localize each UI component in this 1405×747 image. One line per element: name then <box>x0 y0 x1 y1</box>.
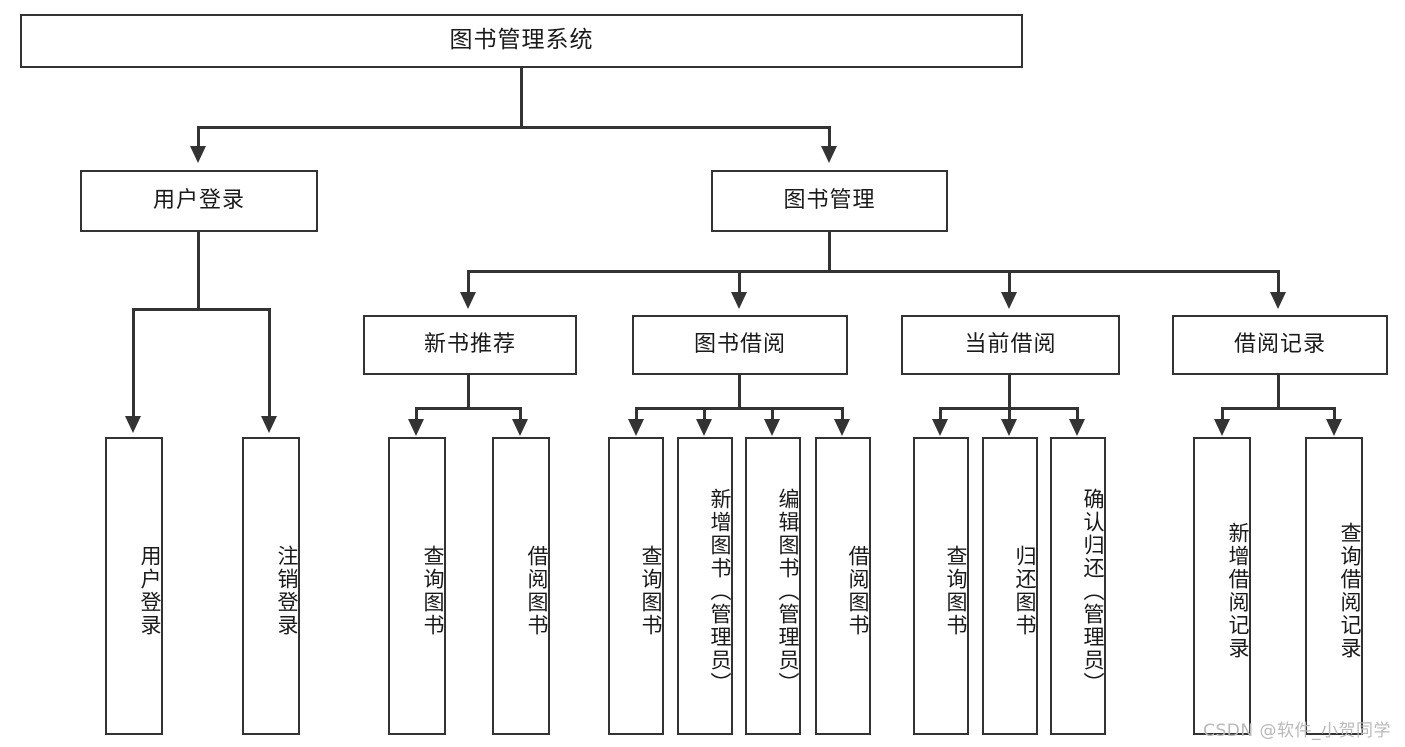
node-label: 图书管理 <box>783 187 876 213</box>
connector-borrow-record-stem <box>1277 375 1280 409</box>
leaf-new-book-borrow[interactable]: 借阅图书 <box>492 437 550 735</box>
node-user-login[interactable]: 用户登录 <box>80 170 318 232</box>
leaf-new-book-query[interactable]: 查询图书 <box>388 437 446 735</box>
arrow-user-login <box>190 146 206 163</box>
leaf-logout[interactable]: 注销登录 <box>242 437 300 735</box>
connector-borrow-record-leaf2 <box>1333 407 1336 421</box>
node-label: 编辑图书（管理员） <box>776 487 800 695</box>
node-current-borrow[interactable]: 当前借阅 <box>901 315 1120 375</box>
connector-new-book-leaf2 <box>519 407 522 421</box>
leaf-query-borrow-record[interactable]: 查询借阅记录 <box>1305 437 1363 735</box>
node-label: 新书推荐 <box>423 331 516 357</box>
connector-book-borrow-leaf2 <box>703 407 706 421</box>
connector-book-manage-stem <box>828 232 831 272</box>
node-new-book-recommend[interactable]: 新书推荐 <box>363 315 577 375</box>
connector-book-borrow-bus <box>636 407 844 410</box>
connector-drop-book-manage <box>828 126 831 148</box>
arrow-leaf-add-record <box>1214 419 1230 436</box>
arrow-leaf-borrow-book-1 <box>512 419 528 436</box>
connector-drop-new-book <box>467 270 470 294</box>
arrow-leaf-query-book-2 <box>628 419 644 436</box>
node-label: 查询图书 <box>421 545 445 637</box>
node-label: 新增借阅记录 <box>1226 522 1250 660</box>
node-label: 新增图书（管理员） <box>708 487 732 695</box>
connector-current-borrow-leaf3 <box>1076 407 1079 421</box>
arrow-leaf-add-book <box>696 419 712 436</box>
connector-book-borrow-stem <box>738 375 741 409</box>
connector-borrow-record-bus <box>1222 407 1336 410</box>
arrow-leaf-query-record <box>1326 419 1342 436</box>
node-label: 查询借阅记录 <box>1338 522 1362 660</box>
arrow-leaf-edit-book <box>764 419 780 436</box>
arrow-book-borrow <box>731 292 747 309</box>
node-label: 确认归还（管理员） <box>1081 487 1105 695</box>
node-label: 图书借阅 <box>693 331 786 357</box>
node-label: 用户登录 <box>138 545 162 637</box>
connector-current-borrow-leaf2 <box>1008 407 1011 421</box>
arrow-new-book-recommend <box>460 292 476 309</box>
leaf-book-borrow-action[interactable]: 借阅图书 <box>815 437 871 735</box>
connector-new-book-bus <box>416 407 522 410</box>
arrow-leaf-query-book-3 <box>932 419 948 436</box>
arrow-leaf-borrow-book-2 <box>834 419 850 436</box>
arrow-current-borrow <box>1001 292 1017 309</box>
connector-book-borrow-leaf4 <box>841 407 844 421</box>
node-label: 归还图书 <box>1013 545 1037 637</box>
leaf-user-login[interactable]: 用户登录 <box>105 437 163 735</box>
connector-level3-bus <box>468 270 1280 273</box>
node-label: 查询图书 <box>944 545 968 637</box>
leaf-book-add[interactable]: 新增图书（管理员） <box>677 437 733 735</box>
node-label: 注销登录 <box>275 545 299 637</box>
node-label: 当前借阅 <box>964 331 1057 357</box>
node-label: 查询图书 <box>639 545 663 637</box>
connector-new-book-stem <box>467 375 470 409</box>
arrow-leaf-confirm-return <box>1069 419 1085 436</box>
connector-user-login-leaf2 <box>268 308 271 418</box>
arrow-leaf-return-book <box>1001 419 1017 436</box>
node-label: 借阅图书 <box>525 545 549 637</box>
connector-current-borrow-stem <box>1008 375 1011 409</box>
connector-book-borrow-leaf3 <box>771 407 774 421</box>
node-borrow-record[interactable]: 借阅记录 <box>1172 315 1388 375</box>
connector-root-stem <box>520 68 523 128</box>
arrow-book-manage <box>821 146 837 163</box>
connector-user-login-bus <box>133 308 270 311</box>
leaf-confirm-return[interactable]: 确认归还（管理员） <box>1050 437 1106 735</box>
node-root-system[interactable]: 图书管理系统 <box>20 14 1023 68</box>
connector-drop-current-borrow <box>1008 270 1011 294</box>
connector-drop-borrow-record <box>1277 270 1280 294</box>
node-label: 借阅图书 <box>846 545 870 637</box>
leaf-book-borrow-query[interactable]: 查询图书 <box>608 437 664 735</box>
connector-drop-user-login <box>197 126 200 148</box>
node-label: 借阅记录 <box>1233 331 1326 357</box>
leaf-book-edit[interactable]: 编辑图书（管理员） <box>745 437 801 735</box>
leaf-return-book[interactable]: 归还图书 <box>982 437 1038 735</box>
connector-user-login-stem <box>197 232 200 310</box>
connector-user-login-leaf1 <box>132 308 135 418</box>
leaf-add-borrow-record[interactable]: 新增借阅记录 <box>1193 437 1251 735</box>
arrow-leaf-user-login <box>125 416 141 433</box>
leaf-current-query[interactable]: 查询图书 <box>913 437 969 735</box>
arrow-leaf-query-book-1 <box>408 419 424 436</box>
connector-book-borrow-leaf1 <box>635 407 638 421</box>
node-book-borrow[interactable]: 图书借阅 <box>632 315 848 375</box>
connector-level2-bus <box>198 126 831 129</box>
arrow-borrow-record <box>1270 292 1286 309</box>
node-label: 图书管理系统 <box>449 27 594 54</box>
arrow-leaf-logout <box>261 416 277 433</box>
connector-borrow-record-leaf1 <box>1221 407 1224 421</box>
connector-drop-book-borrow <box>738 270 741 294</box>
connector-new-book-leaf1 <box>415 407 418 421</box>
node-label: 用户登录 <box>152 187 245 213</box>
connector-current-borrow-leaf1 <box>939 407 942 421</box>
node-book-manage[interactable]: 图书管理 <box>711 170 948 232</box>
